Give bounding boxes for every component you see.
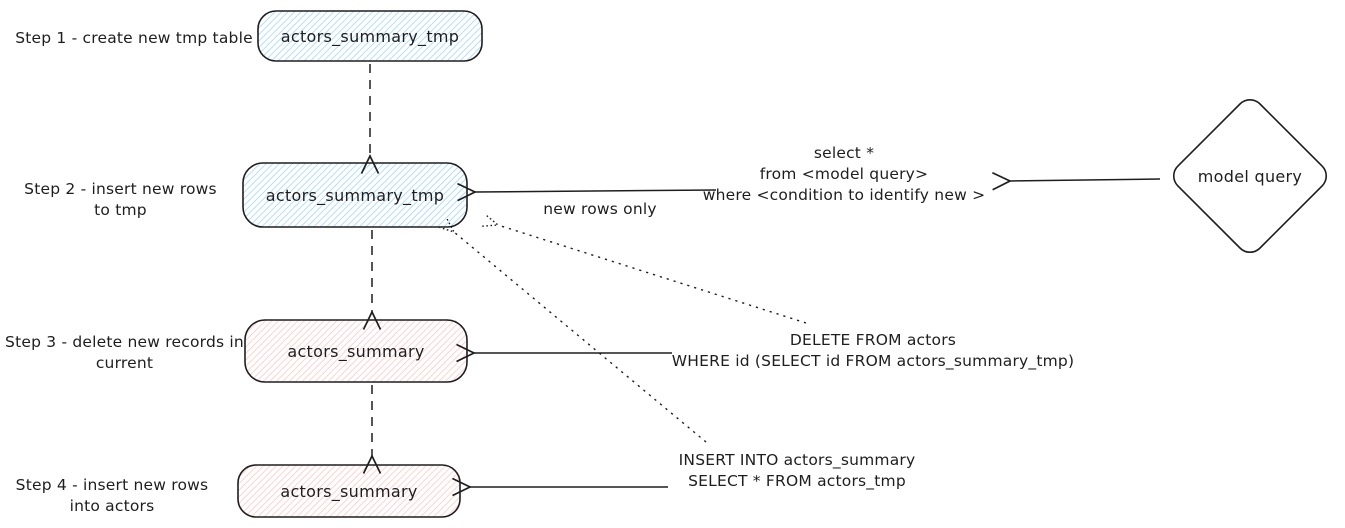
tmp-table-box-step2-label: actors_summary_tmp (265, 185, 445, 205)
tmp-table-box-step1-label: actors_summary_tmp (280, 26, 460, 46)
arrow-select-sql-to-tmp-box (457, 182, 717, 202)
current-table-box-step3-label: actors_summary (287, 341, 425, 361)
arrow-model-query-to-select-sql (992, 171, 1161, 191)
step3-label: Step 3 - delete new records in current (5, 333, 244, 372)
model-query-diamond (1172, 98, 1328, 254)
delete-sql-text: DELETE FROM actors WHERE id (SELECT id F… (671, 331, 1075, 370)
new-rows-only-label: new rows only (543, 200, 657, 218)
current-table-box-step4-label: actors_summary (280, 481, 418, 501)
select-sql-text: select * from <model query> where <condi… (702, 144, 986, 204)
insert-sql-text: INSERT INTO actors_summary SELECT * FROM… (678, 451, 916, 490)
step2-label: Step 2 - insert new rows to tmp (24, 180, 217, 219)
model-query-label: model query (1197, 166, 1303, 186)
dotted-arrow-delete-sql-ref-tmp-box (498, 225, 807, 324)
step1-label: Step 1 - create new tmp table (15, 29, 253, 47)
step4-label: Step 4 - insert new rows into actors (15, 476, 209, 515)
tmp-table-box-step1 (257, 10, 483, 62)
